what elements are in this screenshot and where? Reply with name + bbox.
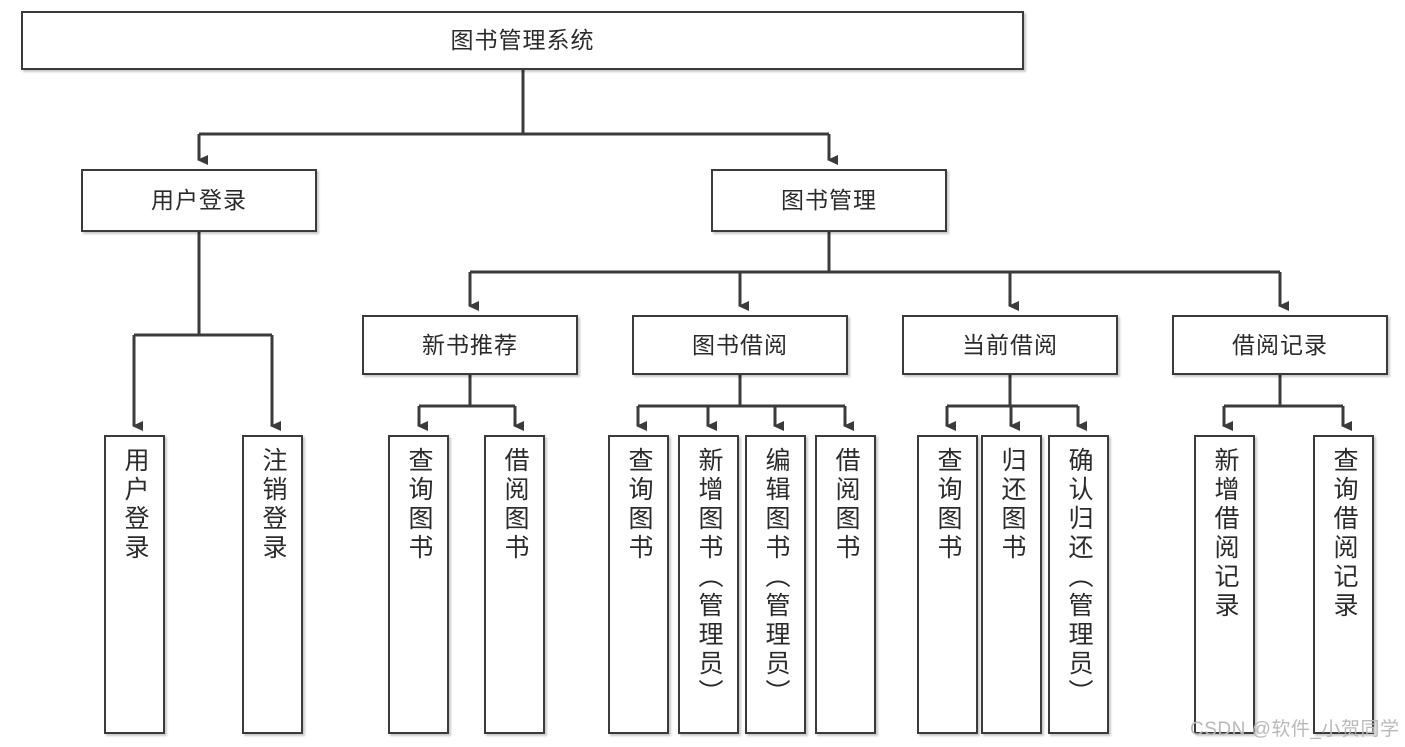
leaf-currentborrow-query-book-label: 查询图书 bbox=[934, 447, 962, 563]
node-root[interactable]: 图书管理系统 bbox=[21, 11, 1024, 70]
leaf-user-login[interactable]: 用户登录 bbox=[104, 435, 165, 734]
node-user-login-label: 用户登录 bbox=[151, 187, 247, 214]
node-borrow-record-label: 借阅记录 bbox=[1232, 331, 1328, 358]
leaf-bookborrow-borrow-book[interactable]: 借阅图书 bbox=[815, 435, 876, 734]
leaf-currentborrow-confirm-return-label: 确认归还（管理员） bbox=[1065, 447, 1093, 708]
leaf-bookborrow-edit-book-label: 编辑图书（管理员） bbox=[762, 447, 790, 708]
leaf-borrowrecord-query-record[interactable]: 查询借阅记录 bbox=[1313, 435, 1374, 734]
leaf-borrowrecord-query-record-label: 查询借阅记录 bbox=[1330, 447, 1358, 621]
leaf-currentborrow-return-book[interactable]: 归还图书 bbox=[981, 435, 1042, 734]
node-book-management[interactable]: 图书管理 bbox=[711, 169, 947, 232]
node-root-label: 图书管理系统 bbox=[450, 27, 595, 54]
leaf-newbook-borrow-book-label: 借阅图书 bbox=[501, 447, 529, 563]
leaf-bookborrow-add-book-label: 新增图书（管理员） bbox=[695, 447, 723, 708]
leaf-newbook-borrow-book[interactable]: 借阅图书 bbox=[484, 435, 545, 734]
node-book-borrow[interactable]: 图书借阅 bbox=[632, 315, 848, 375]
leaf-bookborrow-query-book-label: 查询图书 bbox=[625, 447, 653, 563]
leaf-newbook-query-book-label: 查询图书 bbox=[405, 447, 433, 563]
leaf-logout[interactable]: 注销登录 bbox=[242, 435, 303, 734]
node-borrow-record[interactable]: 借阅记录 bbox=[1172, 315, 1388, 375]
node-user-login[interactable]: 用户登录 bbox=[81, 169, 317, 232]
node-current-borrow-label: 当前借阅 bbox=[962, 331, 1058, 358]
leaf-bookborrow-edit-book[interactable]: 编辑图书（管理员） bbox=[745, 435, 806, 734]
leaf-bookborrow-add-book[interactable]: 新增图书（管理员） bbox=[678, 435, 739, 734]
leaf-currentborrow-query-book[interactable]: 查询图书 bbox=[917, 435, 978, 734]
leaf-currentborrow-confirm-return[interactable]: 确认归还（管理员） bbox=[1048, 435, 1109, 734]
node-new-book-recommend[interactable]: 新书推荐 bbox=[362, 315, 578, 375]
node-book-borrow-label: 图书借阅 bbox=[692, 331, 788, 358]
node-current-borrow[interactable]: 当前借阅 bbox=[902, 315, 1118, 375]
leaf-bookborrow-borrow-book-label: 借阅图书 bbox=[832, 447, 860, 563]
leaf-newbook-query-book[interactable]: 查询图书 bbox=[388, 435, 449, 734]
csdn-watermark: CSDN @软件_小贺同学 bbox=[1190, 719, 1400, 740]
leaf-borrowrecord-add-record[interactable]: 新增借阅记录 bbox=[1194, 435, 1255, 734]
node-new-book-recommend-label: 新书推荐 bbox=[422, 331, 518, 358]
leaf-currentborrow-return-book-label: 归还图书 bbox=[998, 447, 1026, 563]
node-book-management-label: 图书管理 bbox=[781, 187, 877, 214]
leaf-user-login-label: 用户登录 bbox=[121, 447, 149, 563]
leaf-bookborrow-query-book[interactable]: 查询图书 bbox=[608, 435, 669, 734]
leaf-borrowrecord-add-record-label: 新增借阅记录 bbox=[1211, 447, 1239, 621]
leaf-logout-label: 注销登录 bbox=[259, 447, 287, 563]
